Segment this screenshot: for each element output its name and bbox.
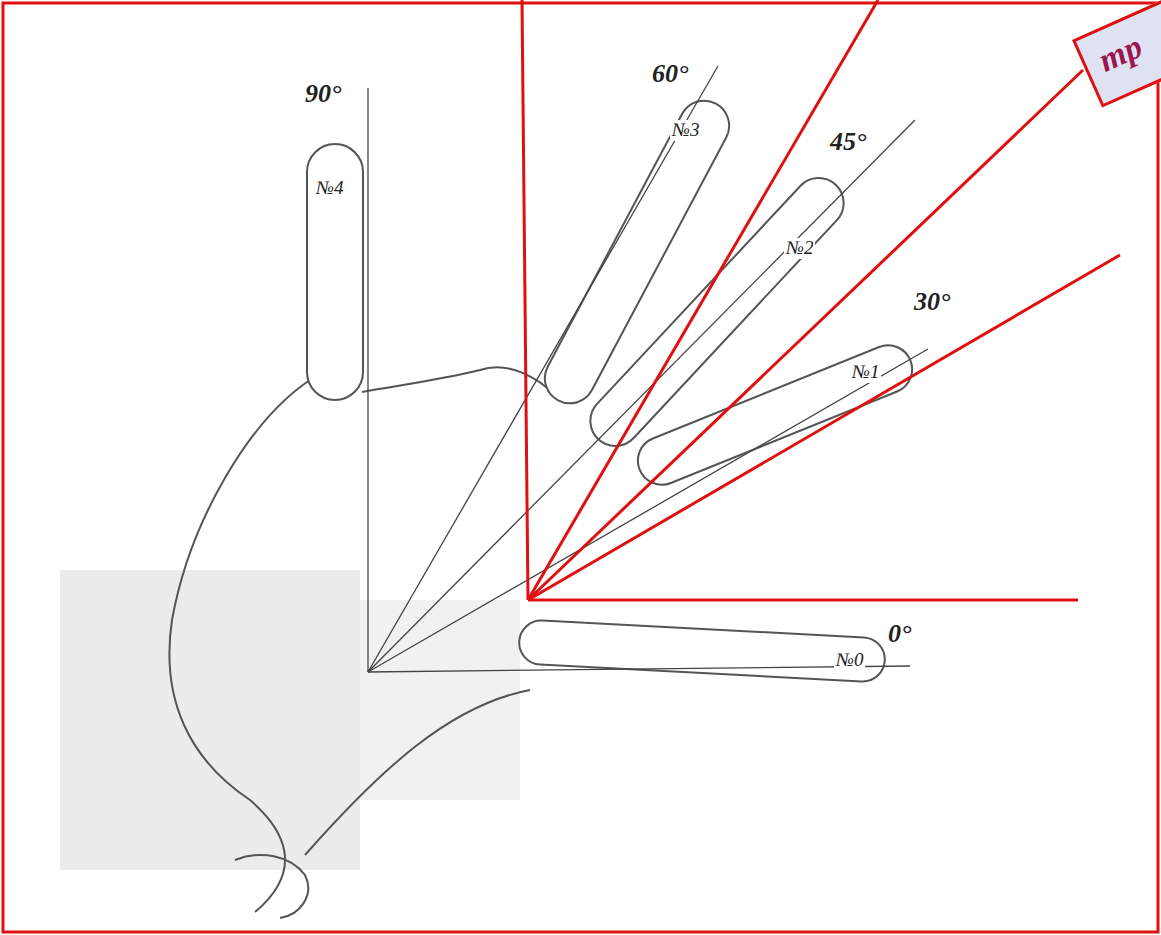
frame: [3, 3, 1158, 932]
angle-label: 90°: [303, 80, 343, 109]
finger-number: №0: [834, 650, 865, 671]
angle-axes: [368, 66, 928, 672]
angle-label: 45°: [828, 128, 868, 157]
angle-label: 60°: [650, 60, 690, 89]
red-ray: [528, 255, 1120, 600]
finger: [518, 619, 886, 682]
finger: [631, 338, 920, 492]
red-rays: [522, 0, 1120, 600]
angle-ray: [368, 349, 928, 672]
angle-ray: [368, 66, 718, 672]
angle-label: 0°: [886, 620, 913, 649]
finger-number: №2: [784, 238, 815, 259]
red-ray: [528, 70, 1083, 600]
red-ray: [528, 599, 1078, 602]
finger-number: №1: [850, 362, 881, 383]
axis-line: [367, 88, 368, 672]
angle-label: 30°: [912, 288, 952, 317]
callout-text: тр: [1093, 0, 1161, 79]
finger-number: №3: [670, 120, 701, 141]
red-ray: [522, 0, 528, 600]
palm-outline: [169, 367, 555, 918]
finger-number: №4: [314, 178, 345, 199]
red-ray: [528, 0, 878, 600]
callout-box: тр: [1072, 0, 1161, 108]
angle-ray: [368, 120, 915, 672]
scan-shade: [60, 570, 360, 870]
fingers: [307, 92, 919, 683]
finger: [307, 144, 363, 400]
axis-line: [368, 666, 910, 672]
